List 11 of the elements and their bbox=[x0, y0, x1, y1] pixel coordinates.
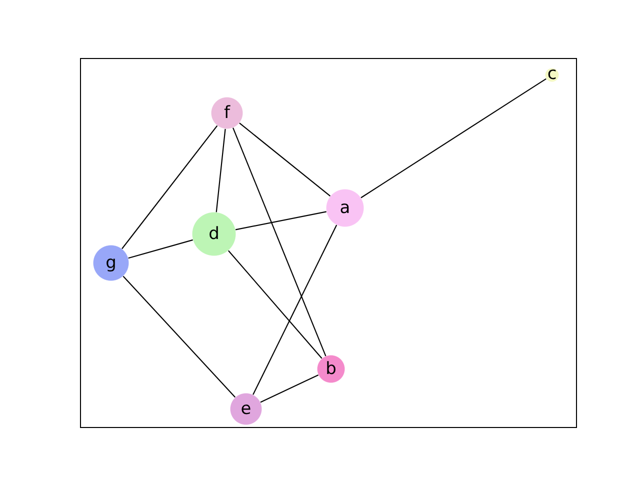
edge-line bbox=[128, 239, 193, 259]
edge-line bbox=[260, 374, 319, 403]
edge-line bbox=[239, 122, 331, 196]
edge-line bbox=[360, 78, 546, 198]
edge-line bbox=[235, 211, 326, 230]
edge-line bbox=[228, 250, 322, 359]
edge-line bbox=[232, 128, 326, 356]
edge-line bbox=[252, 224, 338, 395]
edge-line bbox=[122, 125, 218, 250]
edge-line bbox=[122, 276, 236, 398]
edge-line bbox=[216, 128, 226, 212]
